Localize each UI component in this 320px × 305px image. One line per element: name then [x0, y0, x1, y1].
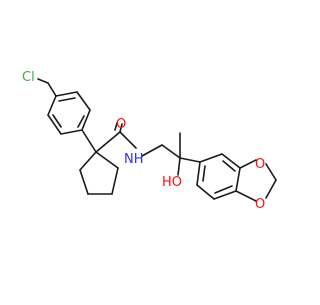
- bond: [95, 151, 119, 169]
- bond: [47, 114, 62, 135]
- bond: [196, 161, 201, 186]
- bond: [199, 153, 223, 163]
- bond: [47, 82, 57, 97]
- bond: [141, 144, 163, 157]
- atom-label-ho: HO: [162, 175, 182, 190]
- atom-label-nh: NH: [124, 152, 144, 167]
- molecule-drawing: Cl O NH HO O O: [22, 70, 277, 212]
- atom-label-o-carbonyl: O: [116, 117, 126, 132]
- bond: [76, 91, 91, 111]
- bond: [79, 169, 89, 195]
- bond: [77, 115, 85, 128]
- bond: [235, 167, 241, 192]
- bond: [81, 109, 91, 131]
- bond: [265, 163, 277, 181]
- bond: [79, 151, 97, 171]
- bond: [58, 97, 76, 102]
- bond: [214, 185, 233, 194]
- bond: [161, 144, 181, 159]
- structure-canvas: Cl O NH HO O O: [22, 70, 277, 212]
- bond: [119, 131, 137, 149]
- bond: [60, 129, 83, 135]
- bond: [196, 184, 215, 200]
- bond: [81, 129, 97, 153]
- bond: [239, 159, 257, 169]
- bond: [265, 179, 277, 199]
- bond: [47, 95, 57, 116]
- bond: [177, 157, 181, 176]
- atom-label-o-ring2: O: [255, 197, 265, 212]
- atom-label-cl: Cl: [22, 70, 35, 85]
- bond: [202, 165, 206, 182]
- bond: [119, 123, 123, 133]
- bond: [221, 153, 241, 169]
- bond: [55, 91, 78, 97]
- bonds: [37, 78, 277, 202]
- bond: [111, 167, 119, 195]
- bond: [95, 131, 121, 153]
- bond: [37, 78, 49, 84]
- bond: [213, 190, 237, 200]
- bond: [222, 160, 236, 172]
- bond: [52, 114, 62, 128]
- atom-label-o-ring1: O: [255, 157, 265, 172]
- bond: [114, 122, 118, 131]
- bond: [235, 190, 257, 202]
- bond: [179, 157, 201, 163]
- atom-labels: Cl O NH HO O O: [22, 70, 265, 212]
